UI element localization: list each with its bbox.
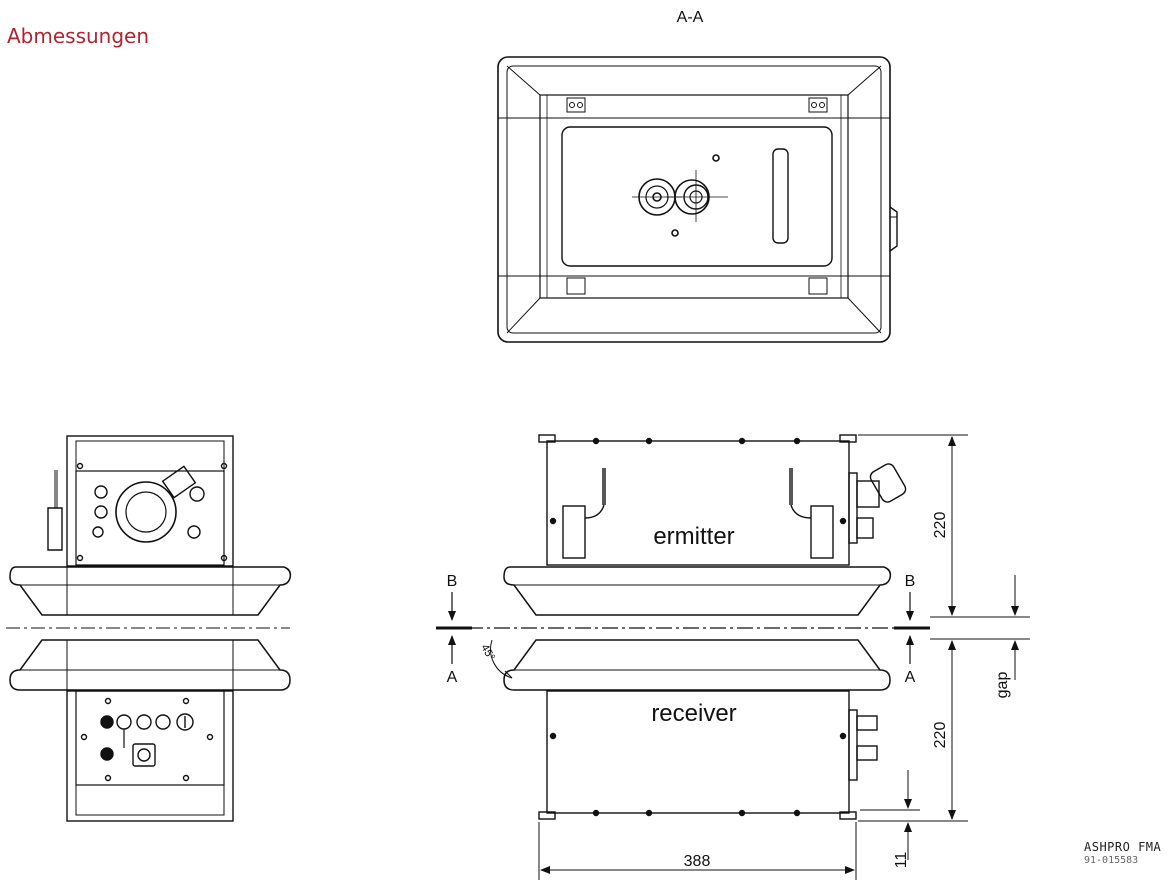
section-a-left: A <box>447 669 458 686</box>
dimension-lines <box>538 434 1030 880</box>
angle-label: 45° <box>478 642 497 662</box>
dim-gap: gap <box>994 672 1011 699</box>
dim-foot: 11 <box>893 852 910 869</box>
section-a-right: A <box>905 669 916 686</box>
receiver-label: receiver <box>651 700 736 727</box>
dim-emitter-height: 220 <box>932 512 949 539</box>
section-aa-label: A-A <box>677 9 704 26</box>
section-b-left: B <box>447 573 458 590</box>
page-title: Abmessungen <box>7 24 150 48</box>
dim-width: 388 <box>684 853 711 870</box>
dim-receiver-height: 220 <box>932 722 949 749</box>
emitter-label: ermitter <box>653 523 734 550</box>
document-number: 91-015583 <box>1084 855 1139 866</box>
side-view <box>6 435 292 822</box>
section-b-right: B <box>905 573 916 590</box>
section-view-aa: A-A <box>497 9 898 343</box>
product-name: ASHPRO FMA <box>1084 840 1162 854</box>
front-view <box>436 434 930 820</box>
